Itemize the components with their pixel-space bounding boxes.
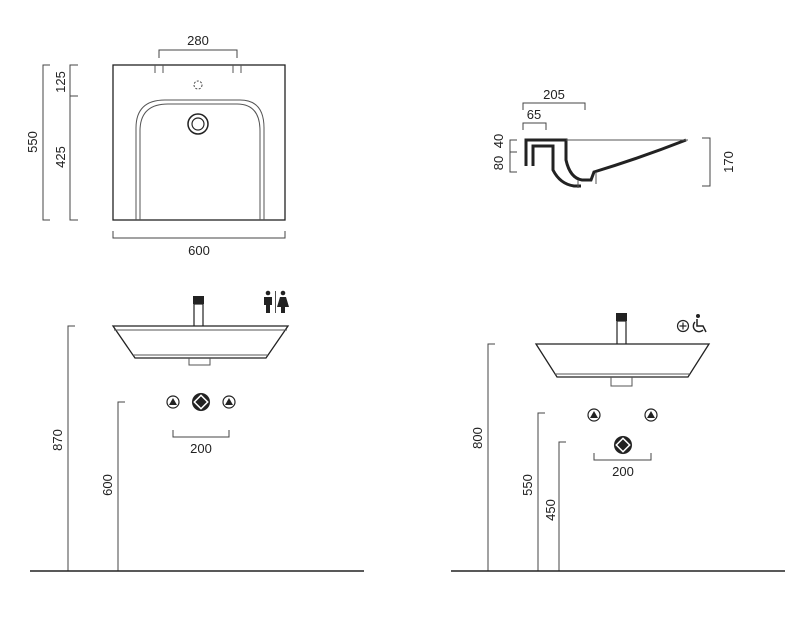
- label-tap-spacing: 280: [187, 33, 209, 48]
- basin-bowl: [135, 99, 265, 220]
- dim-wall: [522, 122, 547, 130]
- label-depth-front: 425: [53, 146, 68, 168]
- label-rim-height: 870: [50, 429, 65, 451]
- label-length: 205: [543, 87, 565, 102]
- label-supply-height: 550: [520, 474, 535, 496]
- accessible-elevation: 200 800 550 450: [451, 313, 785, 572]
- dim-width: [112, 231, 286, 239]
- label-rim-height-accessible: 800: [470, 427, 485, 449]
- dim-supply-height: [537, 412, 545, 571]
- label-depth-total: 550: [25, 131, 40, 153]
- dim-length: [522, 102, 586, 110]
- dim-connection-spacing-accessible: [593, 453, 652, 461]
- wheelchair-icon: [692, 314, 707, 333]
- label-waste-height: 450: [543, 499, 558, 521]
- section-inner: [531, 144, 581, 188]
- basin-bowl-inner: [139, 103, 261, 220]
- basin-waste: [188, 358, 211, 366]
- dim-rim-height: [67, 325, 75, 571]
- dim-tap-spacing: [158, 49, 238, 58]
- supply-left-accessible: [587, 408, 601, 422]
- basin-front: [111, 325, 290, 359]
- label-depth-back: 125: [53, 71, 68, 93]
- top-view: 280 600 125 425 550: [25, 33, 286, 258]
- label-wall: 65: [527, 107, 541, 122]
- tap-body-accessible: [616, 320, 627, 346]
- dim-depth-front: [69, 96, 78, 221]
- dim-front-height: [509, 152, 517, 173]
- drain-inner: [191, 117, 205, 131]
- connection-waste: [191, 392, 211, 412]
- label-width: 600: [188, 243, 210, 258]
- dim-depth-total: [42, 64, 50, 221]
- dim-connection-height: [117, 401, 125, 571]
- label-height: 170: [721, 151, 736, 173]
- adjustable-icon: [676, 319, 690, 333]
- waste-accessible: [613, 435, 633, 455]
- side-section: 205 65 40 80 170: [491, 87, 736, 188]
- overflow-hole: [193, 80, 203, 90]
- drain-outer: [187, 113, 209, 135]
- supply-right-accessible: [644, 408, 658, 422]
- label-rim: 40: [491, 134, 506, 148]
- tap-top-accessible: [616, 313, 627, 321]
- label-connection-height: 600: [100, 474, 115, 496]
- basin-outline: [112, 64, 286, 221]
- label-front-height: 80: [491, 156, 506, 170]
- dim-connection-spacing: [172, 430, 230, 438]
- connection-left: [166, 395, 180, 409]
- standard-users-icon: [264, 290, 289, 313]
- dim-rim: [509, 139, 517, 153]
- basin-front-accessible: [534, 343, 711, 378]
- connection-right: [222, 395, 236, 409]
- label-connection-spacing-accessible: 200: [612, 464, 634, 479]
- section-profile: [524, 138, 687, 182]
- label-connection-spacing: 200: [190, 441, 212, 456]
- tap-top: [193, 296, 204, 304]
- basin-waste-accessible: [610, 377, 633, 387]
- dim-waste-height: [558, 441, 566, 571]
- dim-depth-back: [69, 64, 78, 97]
- dim-rim-height-accessible: [487, 343, 495, 571]
- standard-elevation: 200 870 600: [30, 290, 364, 572]
- tap-body: [193, 303, 204, 329]
- dim-height: [702, 137, 711, 187]
